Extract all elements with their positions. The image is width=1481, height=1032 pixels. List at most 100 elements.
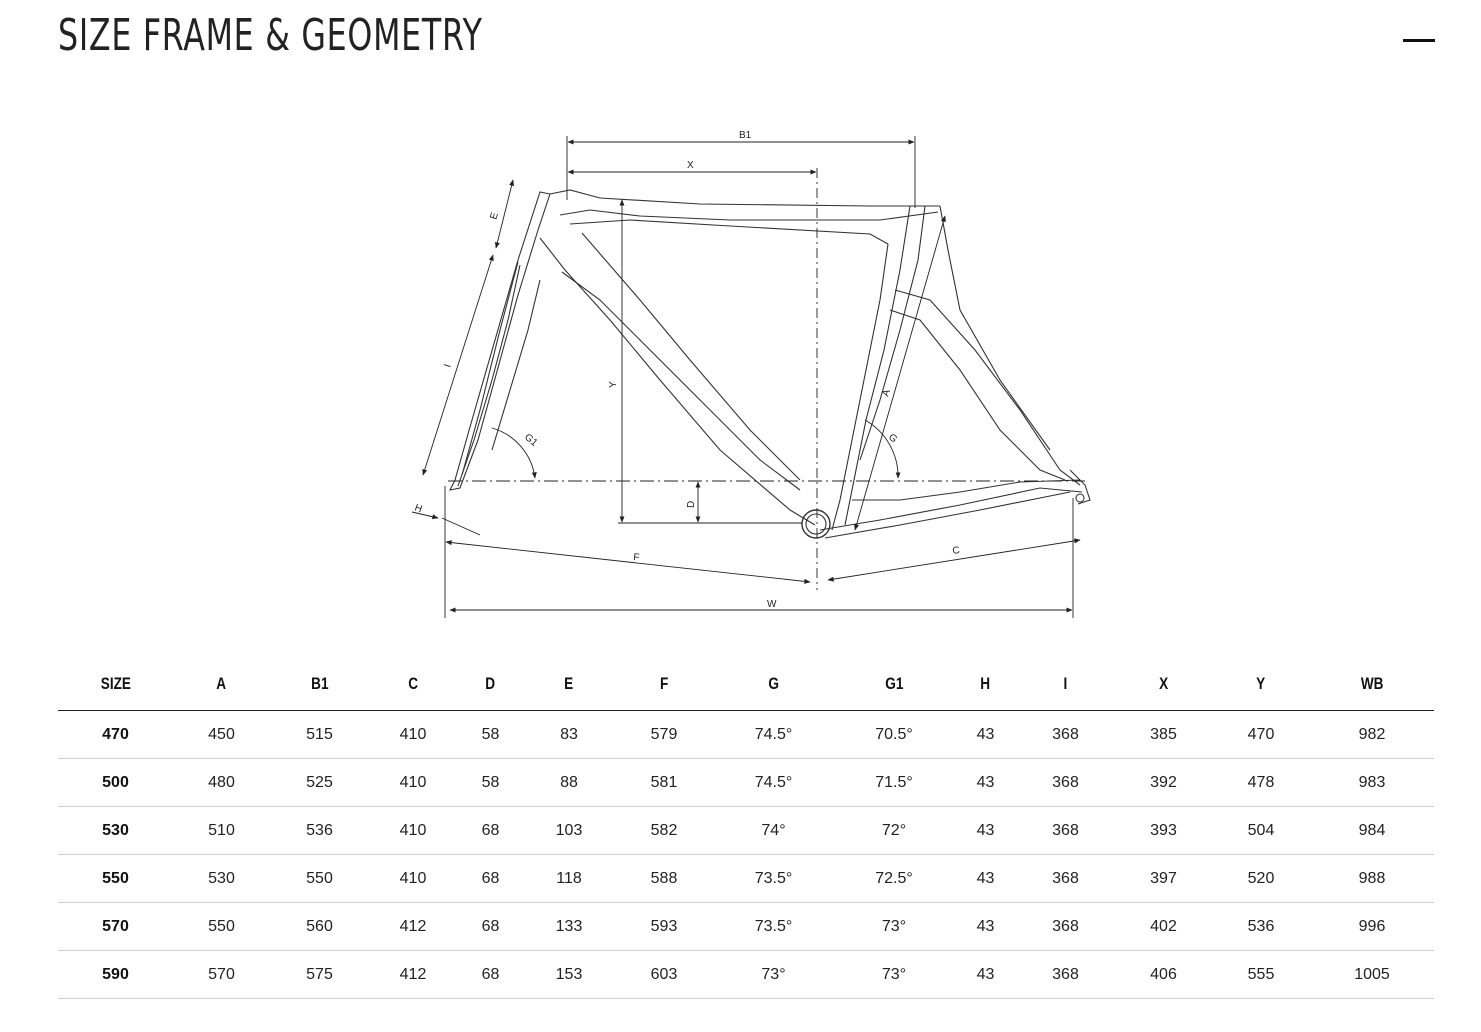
- table-cell: 153: [524, 950, 614, 999]
- table-cell: 555: [1212, 950, 1310, 999]
- table-row: 530 510 536 410 68 103 582 74° 72° 43 36…: [58, 806, 1434, 855]
- table-cell: 588: [614, 854, 714, 903]
- table-cell: 68: [457, 950, 524, 999]
- label-x: X: [687, 160, 694, 171]
- table-cell: 550: [270, 854, 369, 903]
- table-cell: 73°: [714, 950, 833, 999]
- table-cell: 536: [270, 806, 369, 855]
- table-cell: 410: [369, 806, 457, 855]
- table-cell: 530: [173, 854, 270, 903]
- table-cell: 603: [614, 950, 714, 999]
- table-cell: 593: [614, 902, 714, 951]
- label-b1: B1: [739, 130, 752, 141]
- table-cell: 982: [1310, 710, 1434, 759]
- table-cell: 58: [457, 758, 524, 807]
- size-cell: 530: [58, 806, 173, 855]
- table-cell: 1005: [1310, 950, 1434, 999]
- table-cell: 536: [1212, 902, 1310, 951]
- table-cell: 368: [1016, 902, 1115, 951]
- table-cell: 368: [1016, 806, 1115, 855]
- table-cell: 575: [270, 950, 369, 999]
- column-header: X: [1115, 658, 1212, 711]
- table-cell: 392: [1115, 758, 1212, 807]
- table-cell: 68: [457, 806, 524, 855]
- size-cell: 500: [58, 758, 173, 807]
- table-cell: 402: [1115, 902, 1212, 951]
- table-cell: 515: [270, 710, 369, 759]
- label-f: F: [633, 552, 640, 564]
- table-cell: 410: [369, 758, 457, 807]
- minus-icon: [1403, 38, 1435, 42]
- label-g: G: [886, 432, 899, 446]
- column-header: B1: [270, 658, 369, 711]
- table-cell: 478: [1212, 758, 1310, 807]
- frame-outline: [449, 189, 1091, 539]
- table-cell: 983: [1310, 758, 1434, 807]
- column-header: SIZE: [58, 658, 173, 711]
- size-cell: 570: [58, 902, 173, 951]
- table-cell: 510: [173, 806, 270, 855]
- table-cell: 73.5°: [714, 902, 833, 951]
- table-cell: 73.5°: [714, 854, 833, 903]
- column-header: F: [614, 658, 714, 711]
- table-cell: 984: [1310, 806, 1434, 855]
- table-cell: 73°: [833, 950, 955, 999]
- dimension-lines: [411, 136, 1085, 618]
- table-cell: 412: [369, 950, 457, 999]
- table-cell: 133: [524, 902, 614, 951]
- table-cell: 103: [524, 806, 614, 855]
- collapse-button[interactable]: [1402, 28, 1436, 52]
- table-cell: 368: [1016, 710, 1115, 759]
- table-cell: 70.5°: [833, 710, 955, 759]
- frame-geometry-svg: B1 X E I Y G1 H D A G F C W: [411, 130, 1091, 618]
- table-cell: 579: [614, 710, 714, 759]
- table-cell: 88: [524, 758, 614, 807]
- table-cell: 74°: [714, 806, 833, 855]
- table-cell: 581: [614, 758, 714, 807]
- table-row: 550 530 550 410 68 118 588 73.5° 72.5° 4…: [58, 854, 1434, 903]
- table-cell: 412: [369, 902, 457, 951]
- column-header: C: [369, 658, 457, 711]
- table-cell: 560: [270, 902, 369, 951]
- table-cell: 397: [1115, 854, 1212, 903]
- table-cell: 368: [1016, 950, 1115, 999]
- table-cell: 988: [1310, 854, 1434, 903]
- size-cell: 590: [58, 950, 173, 999]
- table-cell: 520: [1212, 854, 1310, 903]
- table-cell: 368: [1016, 758, 1115, 807]
- size-cell: 550: [58, 854, 173, 903]
- table-cell: 72.5°: [833, 854, 955, 903]
- label-y: Y: [608, 381, 619, 388]
- label-w: W: [767, 599, 777, 610]
- table-cell: 470: [1212, 710, 1310, 759]
- table-cell: 525: [270, 758, 369, 807]
- table-cell: 74.5°: [714, 710, 833, 759]
- table-cell: 58: [457, 710, 524, 759]
- column-header: A: [173, 658, 270, 711]
- table-cell: 118: [524, 854, 614, 903]
- table-row: 590 570 575 412 68 153 603 73° 73° 43 36…: [58, 950, 1434, 999]
- column-header: G1: [833, 658, 955, 711]
- table-row: 470 450 515 410 58 83 579 74.5° 70.5° 43…: [58, 710, 1434, 759]
- table-cell: 480: [173, 758, 270, 807]
- label-d: D: [686, 501, 697, 508]
- table-cell: 410: [369, 710, 457, 759]
- table-cell: 504: [1212, 806, 1310, 855]
- label-e: E: [488, 211, 501, 221]
- table-cell: 550: [173, 902, 270, 951]
- table-header-row: SIZE A B1 C D E F G G1 H I X Y WB: [58, 658, 1434, 711]
- table-cell: 71.5°: [833, 758, 955, 807]
- table-cell: 43: [955, 710, 1016, 759]
- table-cell: 393: [1115, 806, 1212, 855]
- column-header: H: [955, 658, 1016, 711]
- label-a: A: [880, 388, 893, 398]
- table-cell: 570: [173, 950, 270, 999]
- table-cell: 450: [173, 710, 270, 759]
- table-cell: 410: [369, 854, 457, 903]
- table-cell: 43: [955, 950, 1016, 999]
- table-cell: 72°: [833, 806, 955, 855]
- page-title: SIZE FRAME & GEOMETRY: [58, 10, 483, 61]
- table-cell: 43: [955, 902, 1016, 951]
- table-cell: 68: [457, 902, 524, 951]
- table-cell: 385: [1115, 710, 1212, 759]
